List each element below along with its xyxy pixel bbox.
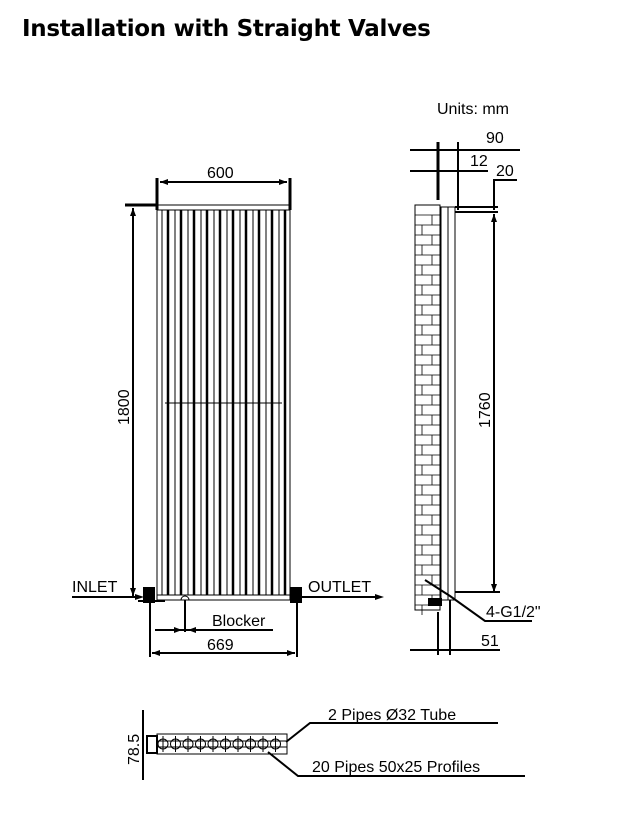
- tube-label: 2 Pipes Ø32 Tube: [328, 707, 456, 724]
- wall-offset-label: 51: [481, 633, 499, 650]
- top-offset-label: 20: [496, 163, 514, 180]
- page-title: Installation with Straight Valves: [22, 16, 431, 42]
- outlet-label: OUTLET: [308, 579, 371, 596]
- inlet-label: INLET: [72, 579, 118, 596]
- section-view: 78.5 2 Pipes Ø32 Tube 20 Pipes 50x25 Pro…: [126, 707, 525, 780]
- side-height-label: 1760: [477, 392, 494, 428]
- width-label: 600: [207, 165, 234, 182]
- blocker-icon: [180, 595, 190, 601]
- wall-bricks: [414, 204, 441, 611]
- height-label: 1800: [116, 389, 133, 425]
- blocker-label: Blocker: [212, 613, 266, 630]
- radiator-pipes: [161, 210, 287, 595]
- section-profiles: [156, 733, 288, 755]
- inlet-valve: [143, 587, 155, 603]
- front-view: 600 1800 INLET OUTLET Blocker 669: [72, 165, 384, 657]
- outlet-valve: [290, 587, 302, 603]
- thickness-label: 78.5: [126, 734, 143, 765]
- radiator-front-outline: [156, 204, 291, 601]
- depth-label: 90: [486, 130, 504, 147]
- centers-label: 669: [207, 637, 234, 654]
- thread-label: 4-G1/2": [486, 604, 541, 621]
- side-view: Units: mm 90 12 20 1760 4-G1/2" 51: [410, 101, 541, 655]
- profile-label: 20 Pipes 50x25 Profiles: [312, 759, 480, 776]
- gap-label: 12: [470, 153, 488, 170]
- units-label: Units: mm: [437, 101, 509, 118]
